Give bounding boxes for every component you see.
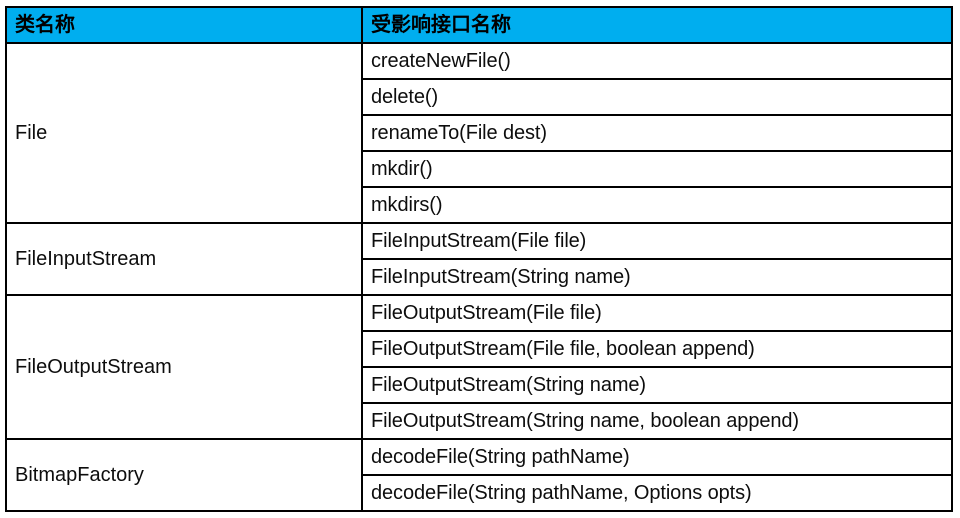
affected-api-cell: FileInputStream(String name) xyxy=(361,258,953,296)
table-header: 类名称 受影响接口名称 xyxy=(5,6,953,44)
affected-api-cell: decodeFile(String pathName) xyxy=(361,438,953,476)
affected-api-cell: FileOutputStream(File file, boolean appe… xyxy=(361,330,953,368)
table-row: FileInputStream(String name) xyxy=(6,258,953,296)
affected-api-cell: decodeFile(String pathName, Options opts… xyxy=(361,474,953,512)
affected-api-cell: delete() xyxy=(361,78,953,116)
table-row: FileOutputStream(String name, boolean ap… xyxy=(6,402,953,440)
affected-api-cell: FileOutputStream(File file) xyxy=(361,294,953,332)
table-row: mkdirs() xyxy=(6,186,953,224)
column-header-affected-api: 受影响接口名称 xyxy=(361,6,953,44)
affected-api-cell: mkdirs() xyxy=(361,186,953,224)
class-name-cell: BitmapFactory xyxy=(5,438,363,512)
table-row: decodeFile(String pathName, Options opts… xyxy=(6,474,953,512)
affected-api-cell: mkdir() xyxy=(361,150,953,188)
table-row: delete() xyxy=(6,78,953,116)
class-name-cell: File xyxy=(5,42,363,224)
table-row: mkdir() xyxy=(6,150,953,188)
class-name-cell: FileOutputStream xyxy=(5,294,363,440)
affected-api-cell: FileOutputStream(String name, boolean ap… xyxy=(361,402,953,440)
affected-api-cell: FileInputStream(File file) xyxy=(361,222,953,260)
column-header-class-name: 类名称 xyxy=(5,6,363,44)
table-row: FileOutputStream(String name) xyxy=(6,366,953,404)
table-row: renameTo(File dest) xyxy=(6,114,953,152)
affected-api-cell: FileOutputStream(String name) xyxy=(361,366,953,404)
class-name-cell: FileInputStream xyxy=(5,222,363,296)
affected-api-cell: createNewFile() xyxy=(361,42,953,80)
affected-api-cell: renameTo(File dest) xyxy=(361,114,953,152)
table-header-row: 类名称 受影响接口名称 xyxy=(5,6,953,44)
table-row: FileOutputStream(File file, boolean appe… xyxy=(6,330,953,368)
